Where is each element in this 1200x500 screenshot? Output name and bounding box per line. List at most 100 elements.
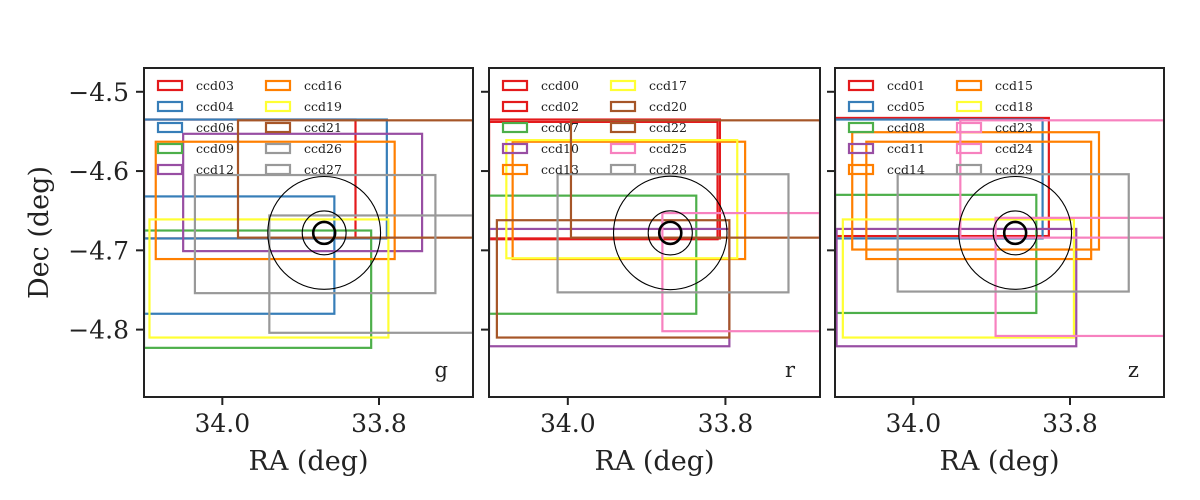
ccd-footprint-ccd27 xyxy=(268,214,473,334)
ccd-footprint-ccd14 xyxy=(865,140,1093,261)
legend-label-ccd18: ccd18 xyxy=(995,99,1033,114)
legend-label-ccd26: ccd26 xyxy=(304,141,342,156)
legend-swatch-ccd28 xyxy=(609,163,637,176)
legend-label-ccd24: ccd24 xyxy=(995,141,1033,156)
axes-frame-r xyxy=(488,67,821,398)
y-tick-label: −4.5 xyxy=(68,78,129,107)
legend-label-ccd08: ccd08 xyxy=(887,120,925,135)
legend-swatch-ccd08 xyxy=(847,121,875,134)
legend-label-ccd03: ccd03 xyxy=(196,78,234,93)
legend-swatch-ccd22 xyxy=(609,121,637,134)
x-axis-title-z: RA (deg) xyxy=(939,446,1059,477)
legend-label-ccd09: ccd09 xyxy=(196,141,234,156)
y-tick-label: −4.6 xyxy=(68,157,129,186)
circle-g-0 xyxy=(311,220,337,246)
legend-swatch-ccd16 xyxy=(264,79,292,92)
legend-swatch-ccd06 xyxy=(156,121,184,134)
plot-area-r xyxy=(489,118,820,348)
ccd-footprint-ccd18 xyxy=(841,218,1076,339)
ccd-footprint-ccd22 xyxy=(495,219,731,339)
legend-swatch-ccd09 xyxy=(156,142,184,155)
ccd-footprint-ccd08 xyxy=(835,193,1038,315)
circle-z-2 xyxy=(958,175,1073,290)
legend-label-ccd07: ccd07 xyxy=(541,120,579,135)
band-label-z: z xyxy=(1128,358,1139,382)
ccd-footprint-ccd07 xyxy=(489,194,698,315)
ccd-footprint-ccd12 xyxy=(182,132,424,253)
legend-label-ccd13: ccd13 xyxy=(541,162,579,177)
x-tick-label-g: 33.8 xyxy=(351,409,407,438)
legend-swatch-ccd03 xyxy=(156,79,184,92)
legend-swatch-ccd24 xyxy=(955,142,983,155)
circle-r-0 xyxy=(657,220,683,246)
legend-label-ccd10: ccd10 xyxy=(541,141,579,156)
ccd-footprint-ccd04 xyxy=(144,118,388,240)
legend-label-ccd15: ccd15 xyxy=(995,78,1033,93)
ccd-footprint-ccd26 xyxy=(193,173,437,295)
legend-r: ccd00ccd02ccd07ccd10ccd13ccd17ccd20ccd22… xyxy=(501,78,687,177)
x-tick-label-g: 34.0 xyxy=(194,409,250,438)
legend-label-ccd16: ccd16 xyxy=(304,78,342,93)
legend-label-ccd27: ccd27 xyxy=(304,162,342,177)
x-tick-label-z: 33.8 xyxy=(1042,409,1098,438)
x-axis-title-r: RA (deg) xyxy=(594,446,714,477)
circle-r-2 xyxy=(612,175,728,291)
legend-swatch-ccd25 xyxy=(609,142,637,155)
ccd-footprint-ccd09 xyxy=(144,229,373,349)
axes-frame-g xyxy=(143,67,474,398)
legend-swatch-ccd17 xyxy=(609,79,637,92)
ccd-footprint-ccd06 xyxy=(144,195,336,315)
legend-label-ccd23: ccd23 xyxy=(995,120,1033,135)
ccd-footprint-ccd28 xyxy=(556,173,790,294)
legend-label-ccd01: ccd01 xyxy=(887,78,925,93)
legend-label-ccd22: ccd22 xyxy=(649,120,687,135)
legend-swatch-ccd13 xyxy=(501,163,529,176)
axes-frame-z xyxy=(834,67,1165,398)
legend-swatch-ccd29 xyxy=(955,163,983,176)
ccd-footprint-ccd17 xyxy=(505,139,739,260)
legend-label-ccd06: ccd06 xyxy=(196,120,234,135)
legend-swatch-ccd01 xyxy=(847,79,875,92)
legend-label-ccd29: ccd29 xyxy=(995,162,1033,177)
y-tick-label: −4.8 xyxy=(68,316,129,345)
legend-swatch-ccd15 xyxy=(955,79,983,92)
ccd-footprint-ccd21 xyxy=(236,119,473,239)
legend-swatch-ccd27 xyxy=(264,163,292,176)
legend-label-ccd21: ccd21 xyxy=(304,120,342,135)
ccd-footprint-ccd25 xyxy=(661,211,820,333)
ccd-footprint-ccd02 xyxy=(489,120,719,241)
legend-label-ccd20: ccd20 xyxy=(649,99,687,114)
legend-swatch-ccd11 xyxy=(847,142,875,155)
x-tick-label-r: 33.8 xyxy=(698,409,754,438)
ccd-footprint-ccd03 xyxy=(144,118,357,240)
circle-z-1 xyxy=(992,210,1038,256)
band-label-r: r xyxy=(785,358,796,382)
legend-swatch-ccd21 xyxy=(264,121,292,134)
ccd-footprint-ccd13 xyxy=(511,140,747,261)
ccd-footprint-ccd20 xyxy=(569,119,820,239)
legend-swatch-ccd02 xyxy=(501,100,529,113)
legend-label-ccd00: ccd00 xyxy=(541,78,579,93)
legend-label-ccd19: ccd19 xyxy=(304,99,342,114)
legend-swatch-ccd14 xyxy=(847,163,875,176)
plot-area-z xyxy=(835,116,1164,348)
legend-swatch-ccd10 xyxy=(501,142,529,155)
legend-label-ccd28: ccd28 xyxy=(649,162,687,177)
ccd-footprint-ccd01 xyxy=(835,116,1050,238)
legend-label-ccd17: ccd17 xyxy=(649,78,687,93)
legend-swatch-ccd05 xyxy=(847,100,875,113)
x-tick-label-z: 34.0 xyxy=(885,409,941,438)
legend-label-ccd14: ccd14 xyxy=(887,162,925,177)
legend-swatch-ccd07 xyxy=(501,121,529,134)
legend-swatch-ccd20 xyxy=(609,100,637,113)
legend-z: ccd01ccd05ccd08ccd11ccd14ccd15ccd18ccd23… xyxy=(847,78,1033,177)
legend-swatch-ccd00 xyxy=(501,79,529,92)
legend-swatch-ccd23 xyxy=(955,121,983,134)
legend-label-ccd25: ccd25 xyxy=(649,141,687,156)
legend-label-ccd11: ccd11 xyxy=(887,141,925,156)
circle-g-1 xyxy=(301,210,347,256)
legend-label-ccd12: ccd12 xyxy=(196,162,234,177)
